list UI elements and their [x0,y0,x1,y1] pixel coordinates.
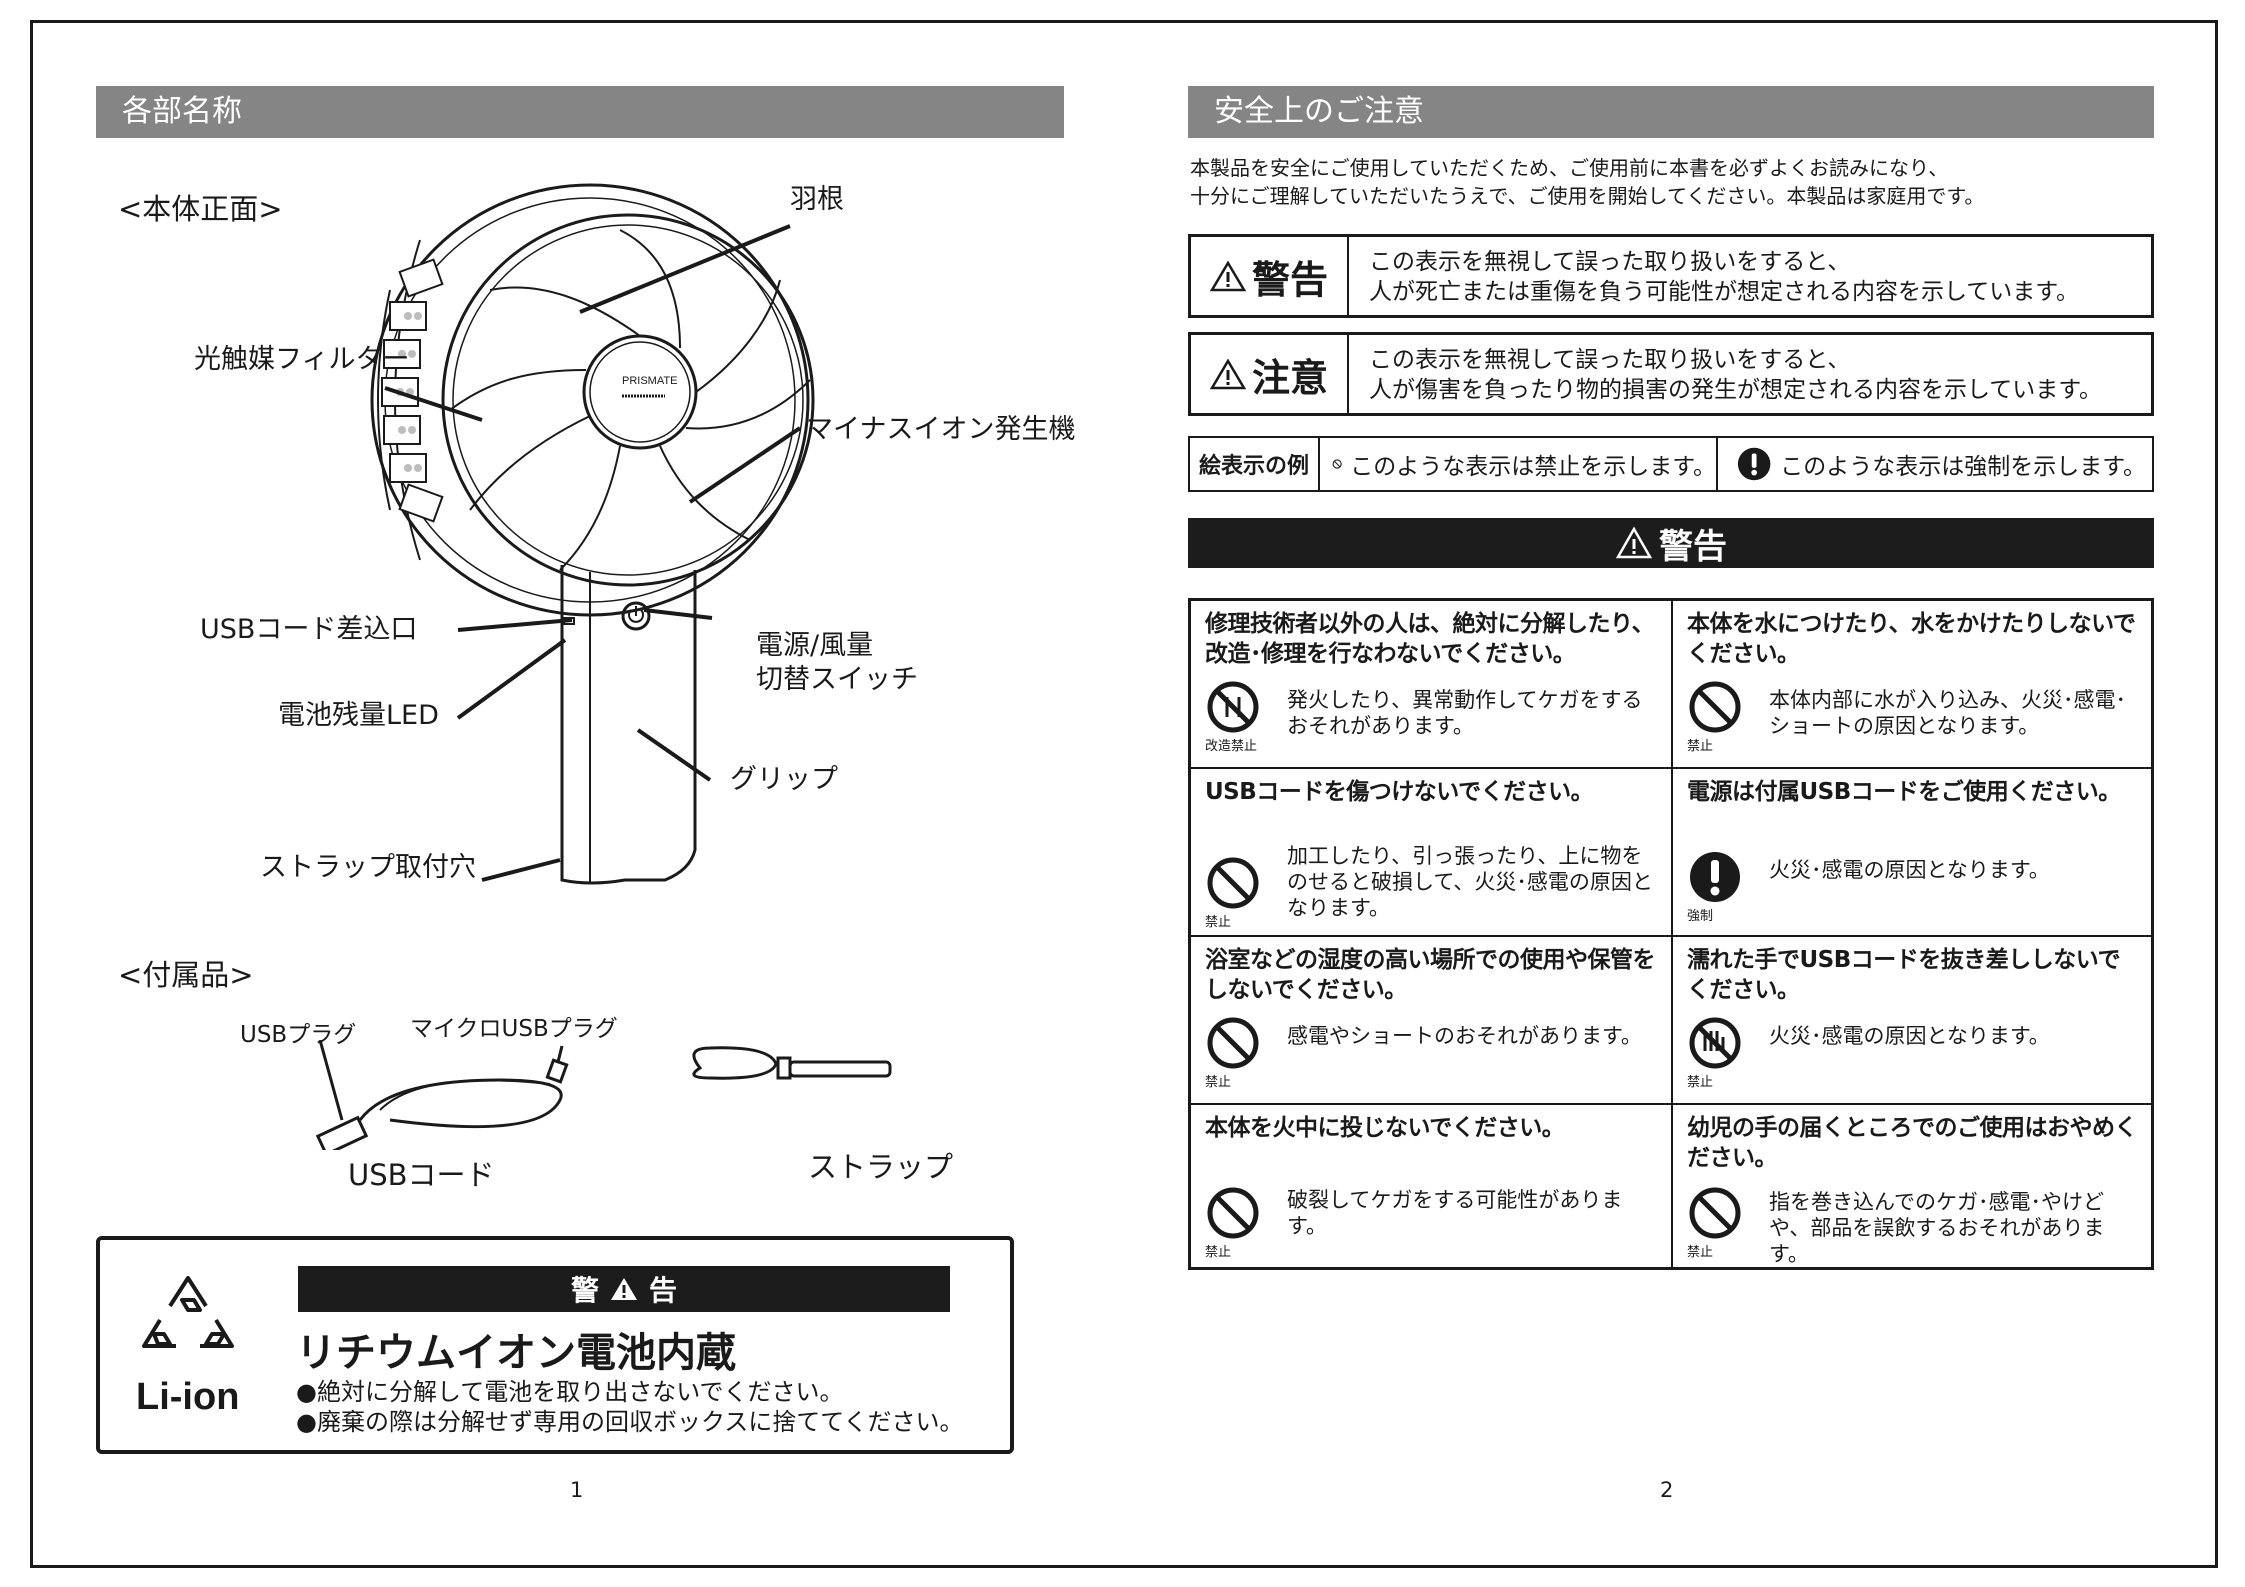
prohibition-icon: 禁止 [1205,1015,1267,1090]
prohibition-icon: 禁止 [1205,1185,1267,1260]
cell-title: USBコードを傷つけないでください。 [1205,779,1594,805]
no-disassembly-icon: 改造禁止 [1205,679,1267,754]
caution-tag: 注意 [1191,335,1349,413]
caution-line2: 人が傷害を負ったり物的損害の発生が想定される内容を示しています。 [1369,377,2103,403]
example-mandatory: このような表示は強制を示します。 [1726,438,2146,490]
cell-description: 感電やショートのおそれがあります。 [1287,1024,1642,1048]
table-cell-7: 本体を火中に投じないでください。 禁止 破裂してケガをする可能性があります。 [1191,1105,1673,1267]
battery-box-line2: ●廃棄の際は分解せず専用の回収ボックスに捨ててください。 [296,1408,964,1436]
li-ion-label: Li-ion [136,1376,240,1418]
label-ion-generator: マイナスイオン発生機 [806,414,1076,445]
label-usb-port: USBコード差込口 [200,614,418,645]
cell-title: 本体を水につけたり、水をかけたりしないでください。 [1687,611,2136,667]
label-strap-hole: ストラップ取付穴 [260,852,476,883]
banner-warning-right: 告 [649,1274,678,1307]
prohibition-icon: 禁止 [1687,679,1749,754]
label-grip: グリップ [730,764,838,795]
fan-illustration: PRISMATE [370,183,815,885]
section-header-part-names: 各部名称 [96,86,1064,138]
symbol-examples-row: 絵表示の例 このような表示は禁止を示します。 このような表示は強制を示します。 [1188,436,2154,492]
warning-triangle-icon [1615,526,1653,559]
battery-warning-box: Li-ion 警 告 リチウムイオン電池内蔵 ●絶対に分解して電池を取り出さない… [96,1236,1014,1454]
table-cell-1: 修理技術者以外の人は、絶対に分解したり、改造･修理を行なわないでください。 改造… [1191,601,1673,769]
prohibition-icon: 禁止 [1687,1185,1749,1260]
front-view-heading: <本体正面> [118,192,283,226]
accessories-heading: <付属品> [118,958,254,992]
label-strap: ストラップ [808,1150,954,1184]
prohibition-icon [1332,459,1342,469]
warning-definition-box: 警告 この表示を無視して誤った取り扱いをすると、 人が死亡または重傷を負う可能性… [1188,234,2154,318]
caution-triangle-icon [1209,358,1246,390]
cell-description: 発火したり、異常動作してケガをするおそれがあります。 [1287,688,1643,738]
page-number-2: 2 [1660,1478,1674,1502]
table-cell-2: 本体を水につけたり、水をかけたりしないでください。 禁止 本体内部に水が入り込み… [1673,601,2151,769]
prohibition-icon: 禁止 [1205,855,1267,930]
cell-title: 電源は付属USBコードをご使用ください。 [1687,779,2121,805]
label-usb-plug: USBプラグ [240,1022,357,1048]
brand-mark: PRISMATE [622,375,677,387]
section-header-safety: 安全上のご注意 [1188,86,2154,138]
table-cell-6: 濡れた手でUSBコードを抜き差ししないでください。 禁止 火災･感電の原因となり… [1673,937,2151,1105]
table-cell-5: 浴室などの湿度の高い場所での使用や保管をしないでください。 禁止 感電やショート… [1191,937,1673,1105]
table-cell-8: 幼児の手の届くところでのご使用はおやめください。 禁止 指を巻き込んでのケガ･感… [1673,1105,2151,1267]
cell-title: 浴室などの湿度の高い場所での使用や保管をしないでください。 [1205,947,1656,1003]
page-number-1: 1 [570,1478,584,1502]
mandatory-icon: 強制 [1687,849,1749,924]
accessories-illustration [315,1040,892,1150]
cell-description: 本体内部に水が入り込み、火災･感電･ショートの原因となります。 [1769,688,2126,738]
intro-line2: 十分にご理解していただいたうえで、ご使用を開始してください。本製品は家庭用です。 [1190,184,1985,208]
warning-triangle-icon [611,1278,637,1300]
no-wet-hands-icon: 禁止 [1687,1015,1749,1090]
cell-title: 濡れた手でUSBコードを抜き差ししないでください。 [1687,947,2121,1003]
caution-line1: この表示を無視して誤った取り扱いをすると、 [1369,347,1851,373]
cell-title: 幼児の手の届くところでのご使用はおやめください。 [1687,1115,2138,1171]
label-battery-led: 電池残量LED [278,700,439,731]
table-cell-3: USBコードを傷つけないでください。 禁止 加工したり、引っ張ったり、上に物をの… [1191,769,1673,937]
caution-definition-box: 注意 この表示を無視して誤った取り扱いをすると、 人が傷害を負ったり物的損害の発… [1188,332,2154,416]
battery-box-title: リチウムイオン電池内蔵 [296,1330,736,1376]
warning-line2: 人が死亡または重傷を負う可能性が想定される内容を示しています。 [1369,279,2080,305]
label-usb-cord: USBコード [348,1158,495,1192]
cell-title: 修理技術者以外の人は、絶対に分解したり、改造･修理を行なわないでください。 [1205,611,1655,667]
cell-description: 火災･感電の原因となります。 [1769,858,2050,882]
cell-description: 指を巻き込んでのケガ･感電･やけどや、部品を誤飲するおそれがあります。 [1769,1190,2105,1266]
example-prohibit: このような表示は禁止を示します。 [1322,438,1718,490]
examples-label: 絵表示の例 [1190,438,1320,490]
cell-description: 破裂してケガをする可能性があります。 [1287,1188,1623,1238]
warning-line1: この表示を無視して誤った取り扱いをすると、 [1369,249,1851,275]
safety-warning-table: 修理技術者以外の人は、絶対に分解したり、改造･修理を行なわないでください。 改造… [1188,598,2154,1270]
mandatory-icon [1737,447,1771,481]
cell-title: 本体を火中に投じないでください。 [1205,1115,1565,1141]
cell-description: 加工したり、引っ張ったり、上に物をのせると破損して、火災･感電の原因となります。 [1287,844,1653,920]
label-photocatalyst-filter: 光触媒フィルター [194,344,410,375]
page-frame [30,20,2218,1568]
table-cell-4: 電源は付属USBコードをご使用ください。 強制 火災･感電の原因となります。 [1673,769,2151,937]
banner-warning-left: 警 [570,1274,599,1307]
intro-line1: 本製品を安全にご使用していただくため、ご使用前に本書を必ずよくお読みになり、 [1190,156,1949,180]
label-power-switch-line2: 切替スイッチ [756,664,918,695]
warning-banner: 警告 [1188,518,2154,568]
warning-triangle-icon [1209,260,1246,292]
label-blade: 羽根 [790,184,844,215]
label-micro-usb-plug: マイクロUSBプラグ [410,1016,618,1042]
label-power-switch-line1: 電源/風量 [756,630,874,661]
recycle-icon [142,1276,234,1348]
warning-tag: 警告 [1191,237,1349,315]
battery-box-line1: ●絶対に分解して電池を取り出さないでください。 [296,1378,844,1406]
battery-warning-banner: 警 告 [298,1266,950,1312]
cell-description: 火災･感電の原因となります。 [1769,1024,2050,1048]
